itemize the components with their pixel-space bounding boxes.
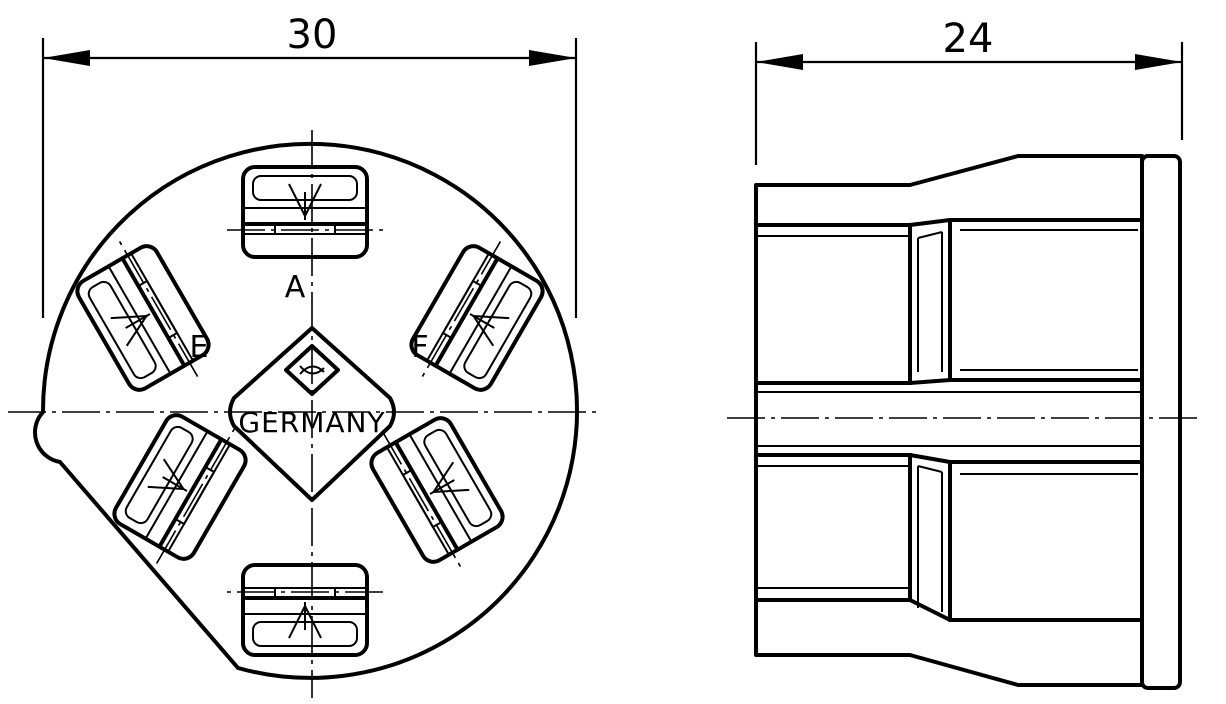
contact-slot-top bbox=[225, 165, 385, 259]
dimension-24: 24 bbox=[754, 16, 1184, 165]
front-view: 30 GERMANY A E F bbox=[8, 12, 598, 698]
dimension-30: 30 bbox=[41, 12, 578, 318]
dimension-24-label: 24 bbox=[943, 16, 994, 62]
upper-cavity bbox=[754, 218, 1144, 385]
brand-logo-icon bbox=[284, 344, 340, 396]
contact-label-e: E bbox=[190, 330, 209, 365]
contact-slot-upper-right bbox=[397, 225, 557, 411]
dimension-arrow-left bbox=[43, 50, 90, 66]
contact-slot-upper-left bbox=[63, 225, 223, 411]
lower-cavity bbox=[754, 453, 1144, 622]
dimension-30-label: 30 bbox=[287, 12, 338, 58]
side-flange bbox=[1140, 154, 1182, 690]
contact-slot-bottom bbox=[225, 563, 385, 657]
dimension-arrow-left bbox=[756, 54, 803, 70]
dimension-arrow-right bbox=[529, 50, 576, 66]
connector-body-outline bbox=[32, 141, 579, 680]
dimension-arrow-right bbox=[1135, 54, 1182, 70]
side-view: 24 bbox=[727, 16, 1202, 690]
contact-label-a: A bbox=[285, 270, 306, 305]
center-diamond: GERMANY bbox=[228, 326, 396, 502]
contact-label-f: F bbox=[411, 330, 428, 365]
country-mark-text: GERMANY bbox=[238, 406, 385, 439]
